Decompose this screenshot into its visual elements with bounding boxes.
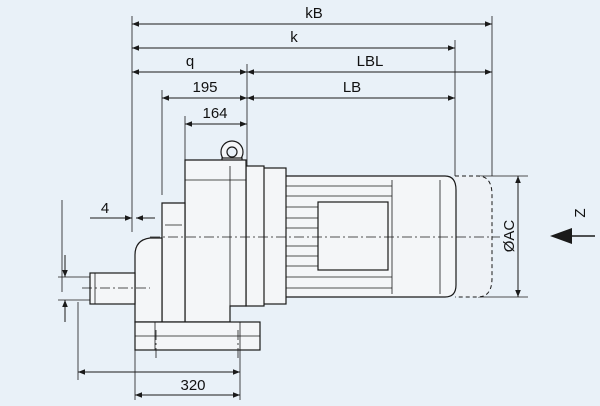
label-k: k xyxy=(290,29,298,46)
label-LBL: LBL xyxy=(357,53,384,70)
label-AC: ØAC xyxy=(501,220,518,253)
label-164: 164 xyxy=(202,105,227,122)
label-4: 4 xyxy=(101,200,109,217)
output-shaft xyxy=(89,272,136,305)
terminal-box xyxy=(317,201,389,271)
label-Z: Z xyxy=(572,208,589,217)
label-q: q xyxy=(186,53,194,70)
gearbox-body xyxy=(89,140,265,351)
view-arrow-z xyxy=(550,228,595,244)
label-kB: kB xyxy=(305,5,323,22)
dimension-labels: kB k q LBL 195 LB 164 4 ØAC Z 320 xyxy=(101,5,589,394)
label-320: 320 xyxy=(180,377,205,394)
label-LB: LB xyxy=(343,79,361,96)
label-195: 195 xyxy=(192,79,217,96)
motor-body xyxy=(261,167,493,305)
centerlines xyxy=(82,236,500,360)
